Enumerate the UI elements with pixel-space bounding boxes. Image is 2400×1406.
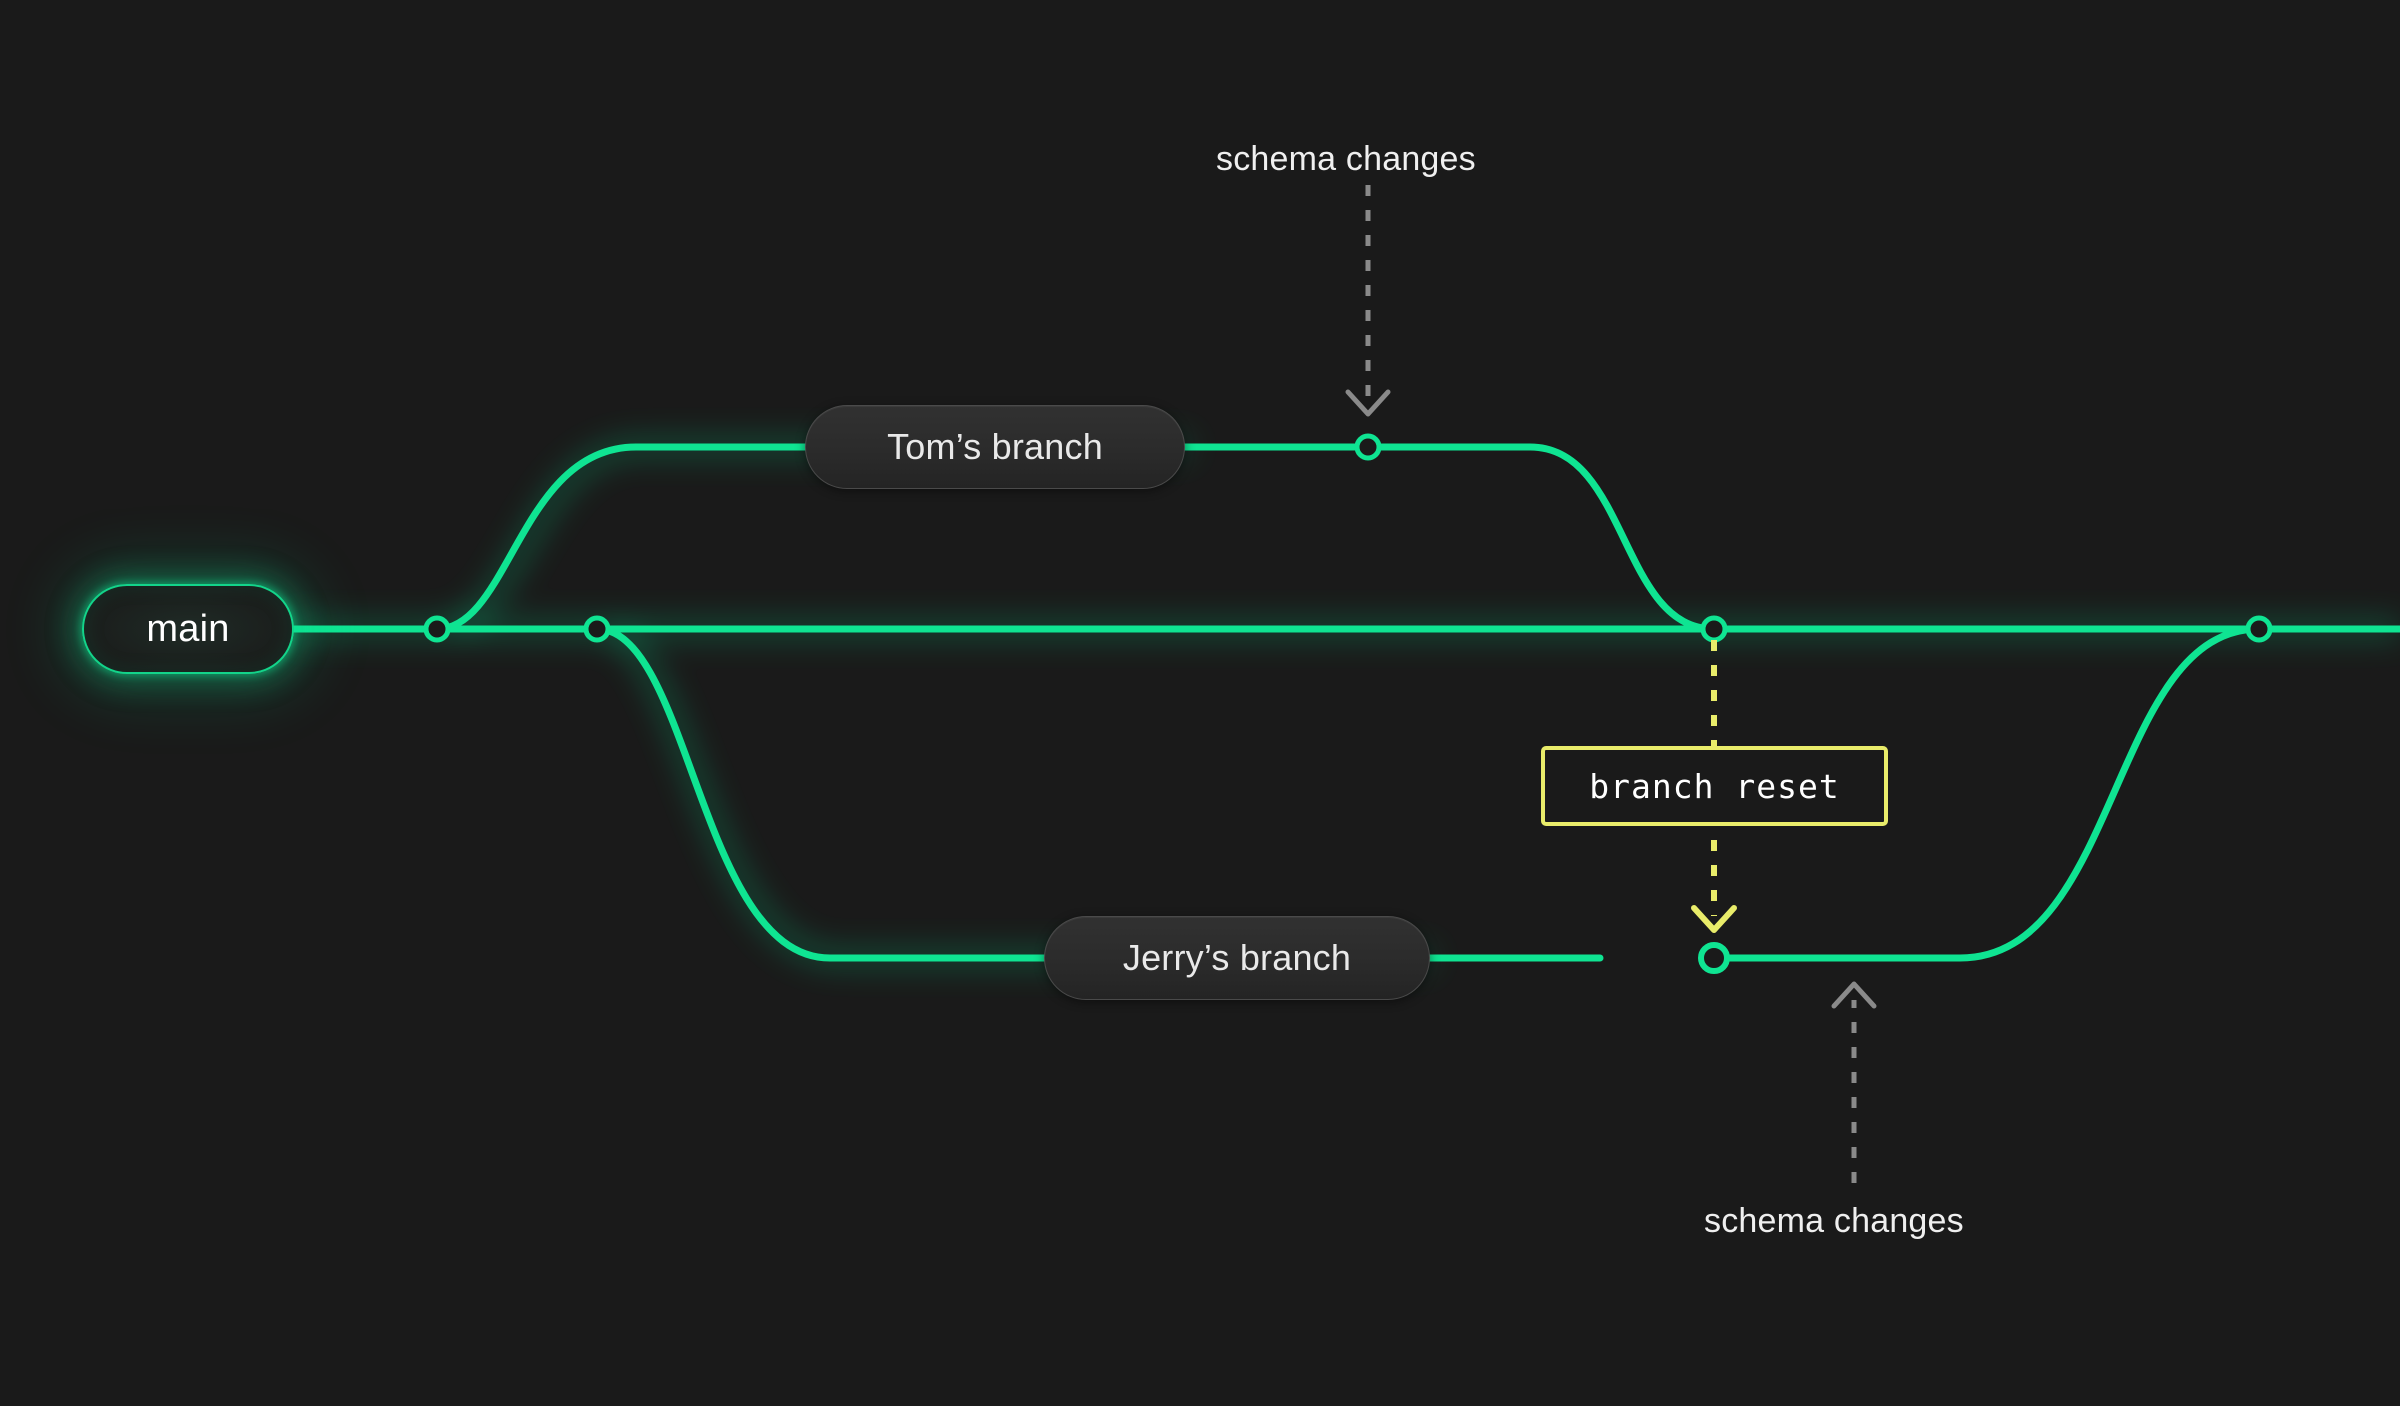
arrowhead-up-icon	[1831, 981, 1877, 1009]
branch-pill-jerry[interactable]: Jerry’s branch	[1044, 916, 1430, 1000]
commit-node-c5[interactable]	[1698, 942, 1730, 974]
tom-branch-fork	[433, 443, 809, 633]
jerry-branch-fork	[593, 625, 1048, 962]
branch-pill-tom-label: Tom’s branch	[887, 426, 1103, 467]
annotation-label-schema-changes-top: schema changes	[1216, 140, 1476, 178]
rail-glow	[294, 442, 2400, 963]
arrowhead-down-icon	[1691, 905, 1737, 933]
branch-pill-jerry-label: Jerry’s branch	[1122, 937, 1352, 978]
jerry-branch-merge	[1710, 625, 2263, 962]
branch-reset-callout[interactable]: branch reset	[1541, 746, 1888, 826]
annotation-arrow-schema-bottom	[1831, 981, 1877, 1183]
branch-pill-tom[interactable]: Tom’s branch	[805, 405, 1185, 489]
arrowhead-down-icon	[1345, 389, 1391, 417]
tom-branch-merge	[1181, 443, 1718, 633]
annotation-label-schema-changes-bottom: schema changes	[1704, 1202, 1964, 1240]
branch-pill-main[interactable]: main	[82, 584, 294, 674]
commit-nodes	[423, 433, 2273, 974]
branch-reset-label: branch reset	[1589, 766, 1840, 806]
annotation-arrow-schema-top	[1345, 185, 1391, 417]
commit-node-c6[interactable]	[2245, 615, 2273, 643]
commit-node-c2[interactable]	[583, 615, 611, 643]
branch-pill-main-label: main	[146, 607, 230, 650]
commit-node-c4[interactable]	[1700, 615, 1728, 643]
commit-node-c3[interactable]	[1354, 433, 1382, 461]
annotation-arrow-branch-reset	[1691, 640, 1737, 933]
commit-node-c1[interactable]	[423, 615, 451, 643]
